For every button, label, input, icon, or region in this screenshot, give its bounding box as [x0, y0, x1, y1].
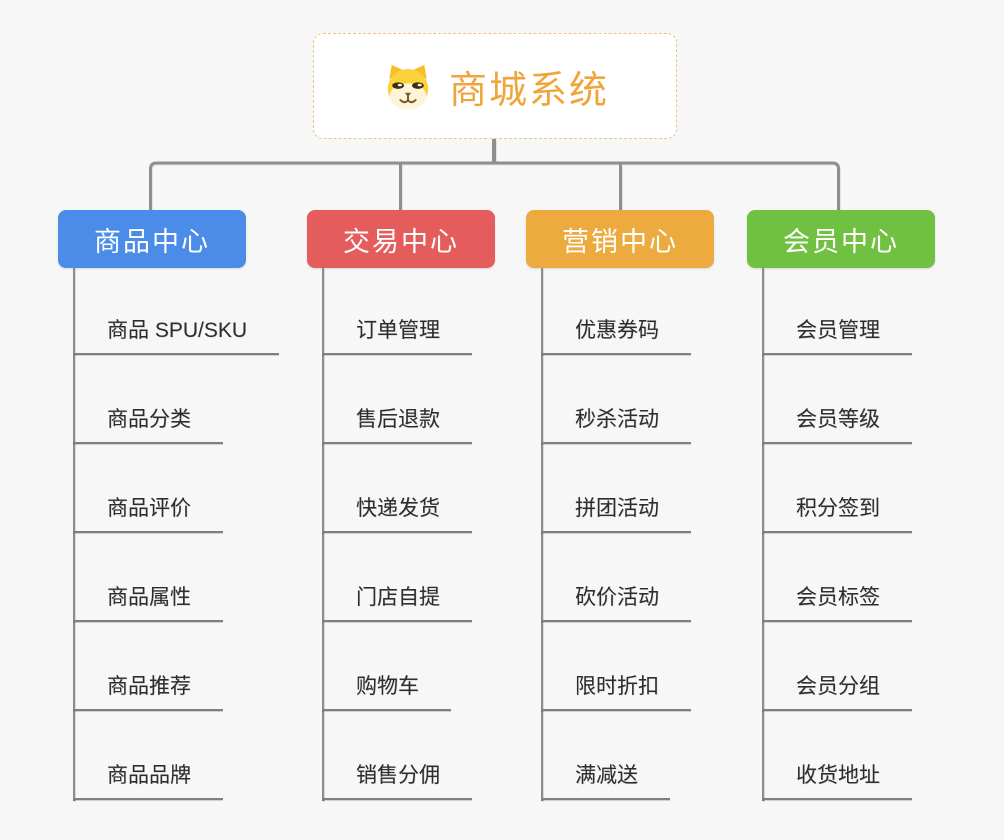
leaf-node[interactable]: 收货地址 [762, 761, 912, 800]
leaf-node[interactable]: 门店自提 [322, 583, 472, 622]
leaf-node[interactable]: 拼团活动 [541, 494, 691, 533]
leaf-node[interactable]: 商品属性 [73, 583, 223, 622]
leaf-node[interactable]: 砍价活动 [541, 583, 691, 622]
leaf-node[interactable]: 销售分佣 [322, 761, 472, 800]
dog-icon [381, 63, 435, 110]
bus-line [149, 161, 840, 211]
branch-header-trade-center[interactable]: 交易中心 [307, 210, 495, 268]
leaf-node[interactable]: 会员分组 [762, 672, 912, 711]
leaf-node[interactable]: 商品分类 [73, 405, 223, 444]
branch-line-trade [322, 268, 324, 801]
leaf-node[interactable]: 购物车 [322, 672, 451, 711]
leaf-node[interactable]: 快递发货 [322, 494, 472, 533]
leaf-node[interactable]: 商品评价 [73, 494, 223, 533]
root-title: 商城系统 [448, 69, 609, 112]
leaf-node[interactable]: 商品推荐 [73, 672, 223, 711]
branch-line-marketing [541, 268, 543, 801]
leaf-node[interactable]: 订单管理 [322, 316, 472, 355]
leaf-node[interactable]: 秒杀活动 [541, 405, 691, 444]
leaf-node[interactable]: 积分签到 [762, 494, 912, 533]
branch-line-member [762, 268, 764, 801]
leaf-node[interactable]: 满减送 [541, 761, 670, 800]
leaf-node[interactable]: 商品 SPU/SKU [73, 316, 280, 355]
branch-header-marketing-center[interactable]: 营销中心 [526, 210, 714, 268]
leaf-node[interactable]: 限时折扣 [541, 672, 691, 711]
branch-header-member-center[interactable]: 会员中心 [747, 210, 935, 268]
branch-line-product [73, 268, 75, 801]
branch-header-product-center[interactable]: 商品中心 [58, 210, 246, 268]
leaf-node[interactable]: 优惠券码 [541, 316, 691, 355]
leaf-node[interactable]: 售后退款 [322, 405, 472, 444]
leaf-node[interactable]: 会员标签 [762, 583, 912, 622]
leaf-node[interactable]: 商品品牌 [73, 761, 223, 800]
leaf-node[interactable]: 会员等级 [762, 405, 912, 444]
root-node[interactable]: 商城系统 [313, 33, 677, 139]
leaf-node[interactable]: 会员管理 [762, 316, 912, 355]
